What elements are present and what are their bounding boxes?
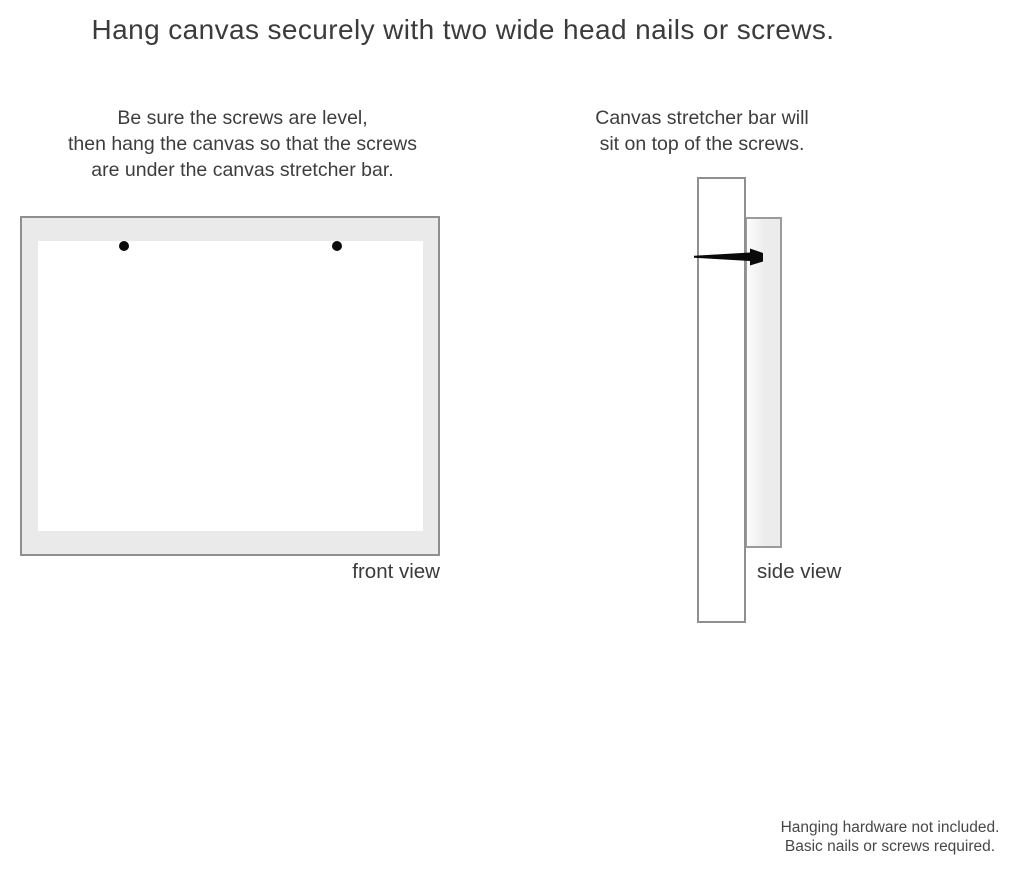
canvas-front-view [20,216,440,556]
front-view-label: front view [352,560,440,583]
nail-head-dot-icon [119,241,129,251]
canvas-side-profile [745,217,782,548]
page-title: Hang canvas securely with two wide head … [91,14,835,45]
disclaimer-line: Basic nails or screws required. [784,838,996,855]
nail-head-dot-icon [332,241,342,251]
hardware-disclaimer: Hanging hardware not included. Basic nai… [740,818,1024,856]
disclaimer-line: Hanging hardware not included. [780,819,1000,836]
instruction-line: then hang the canvas so that the screws [67,133,418,155]
side-view-label: side view [757,560,842,583]
front-view-instruction: Be sure the screws are level, then hang … [40,105,445,183]
instruction-line: sit on top of the screws. [599,133,805,155]
canvas-inner-face [38,241,423,531]
instruction-line: Canvas stretcher bar will [595,107,809,129]
stretcher-bar-side [697,177,746,623]
instruction-line: are under the canvas stretcher bar. [91,159,394,181]
instruction-line: Be sure the screws are level, [117,107,368,129]
side-view-instruction: Canvas stretcher bar will sit on top of … [552,105,852,157]
nail-icon [694,248,763,266]
